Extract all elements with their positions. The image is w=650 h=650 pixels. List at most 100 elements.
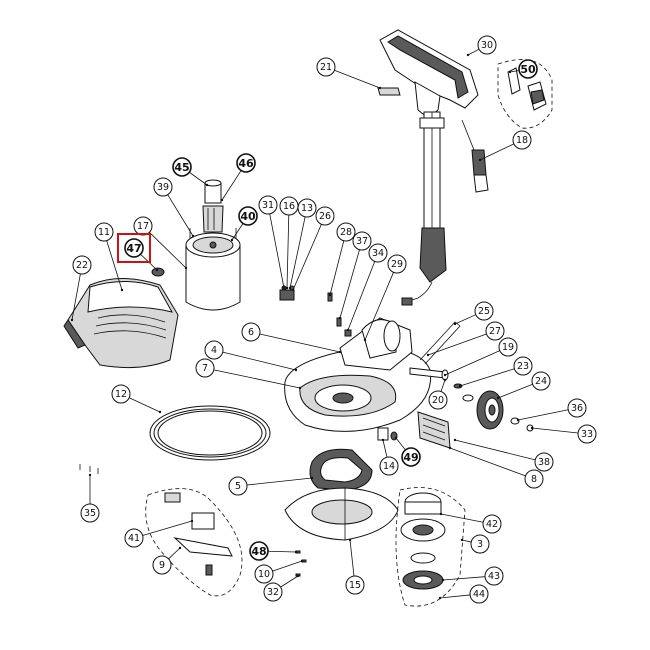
base-chassis-part [284,317,432,432]
callout-label-47: 47 [126,242,141,255]
axle-part [409,367,463,389]
leader-tip-50 [508,70,512,74]
callout-label-20: 20 [432,395,444,406]
leader-line-31 [269,213,285,289]
leader-line-18 [479,143,515,161]
leader-tip-28 [328,293,332,297]
leader-tip-42 [439,512,443,516]
switch-cable-part [461,119,489,193]
leader-lines [70,48,579,600]
callout-circle-42 [482,514,502,534]
callout-12: 12 [111,384,131,404]
callout-36: 36 [567,398,587,418]
callout-label-32: 32 [267,587,279,598]
leader-tip-27 [426,353,430,357]
leader-line-28 [329,240,345,296]
leader-line-3 [461,539,472,543]
callout-circle-33 [577,424,597,444]
callout-circle-9 [152,555,172,575]
leader-tip-47 [155,268,159,272]
callout-label-31: 31 [262,200,274,211]
leader-line-10 [272,560,303,572]
leader-tip-44 [438,596,442,600]
callout-label-34: 34 [372,248,384,259]
leader-line-45 [189,171,208,186]
callout-circle-22 [72,255,92,275]
leader-tip-24 [496,396,500,400]
callout-label-13: 13 [301,203,313,214]
callout-circle-13 [297,198,317,218]
leader-tip-4 [294,368,298,372]
leader-tip-48 [294,550,298,554]
callout-label-25: 25 [478,306,490,317]
bumper-ring-part [149,405,271,461]
leader-line-36 [517,409,569,421]
hub-assembly-detail [395,487,466,607]
callout-7: 7 [195,358,215,378]
callout-circle-48 [249,541,269,561]
leader-tip-9 [178,546,182,550]
leader-line-12 [129,397,161,413]
leader-tip-34 [346,328,350,332]
callout-16: 16 [279,196,299,216]
callout-circle-41 [124,528,144,548]
leader-line-50 [509,70,520,73]
handle-tube-part [401,111,447,306]
callout-label-12: 12 [115,389,127,400]
leader-tip-12 [158,410,162,414]
leader-tip-17 [184,266,188,270]
leader-line-14 [382,439,388,458]
callout-label-23: 23 [517,361,529,372]
callout-circle-30 [477,35,497,55]
wheel-part [462,390,534,432]
small-clip-part [151,267,165,277]
small-screws-part [327,292,352,337]
leader-line-27 [427,333,487,356]
leader-line-49 [395,437,406,451]
callout-label-42: 42 [486,519,498,530]
leader-line-25 [454,314,476,325]
callout-label-5: 5 [235,481,241,492]
leader-tip-6 [338,350,342,354]
callout-circle-34 [368,243,388,263]
callout-14: 14 [379,456,399,476]
switch-lever-detail [145,488,243,597]
leader-line-46 [221,170,242,201]
callout-circle-45 [172,157,192,177]
callout-42: 42 [482,514,502,534]
callout-label-11: 11 [98,227,110,238]
callout-circle-24 [531,371,551,391]
leader-line-26 [292,224,322,291]
callout-41: 41 [124,528,144,548]
callout-4: 4 [204,340,224,360]
callout-circle-12 [111,384,131,404]
callout-47: 47 [124,238,144,258]
callout-17: 17 [133,216,153,236]
leader-line-24 [497,383,533,399]
leader-tip-3 [460,538,464,542]
leader-line-38 [454,439,536,461]
leader-tip-40 [230,238,234,242]
callout-31: 31 [258,195,278,215]
callout-circle-20 [428,390,448,410]
callout-circle-38 [534,452,554,472]
callout-circle-11 [94,222,114,242]
leader-tip-35 [88,473,92,477]
leader-tip-23 [458,384,462,388]
callout-circle-43 [484,566,504,586]
callout-15: 15 [345,575,365,595]
callout-label-24: 24 [535,376,547,387]
leader-tip-41 [190,519,194,523]
callout-label-38: 38 [538,457,550,468]
callout-circle-32 [263,582,283,602]
callout-25: 25 [474,301,494,321]
leader-tip-39 [191,234,195,238]
callout-6: 6 [241,322,261,342]
leader-line-15 [349,539,355,577]
callout-circle-8 [524,469,544,489]
callout-label-29: 29 [391,259,403,270]
leader-line-48 [267,550,297,553]
leader-line-44 [439,594,471,599]
callout-circle-10 [254,564,274,584]
callout-label-17: 17 [137,221,149,232]
